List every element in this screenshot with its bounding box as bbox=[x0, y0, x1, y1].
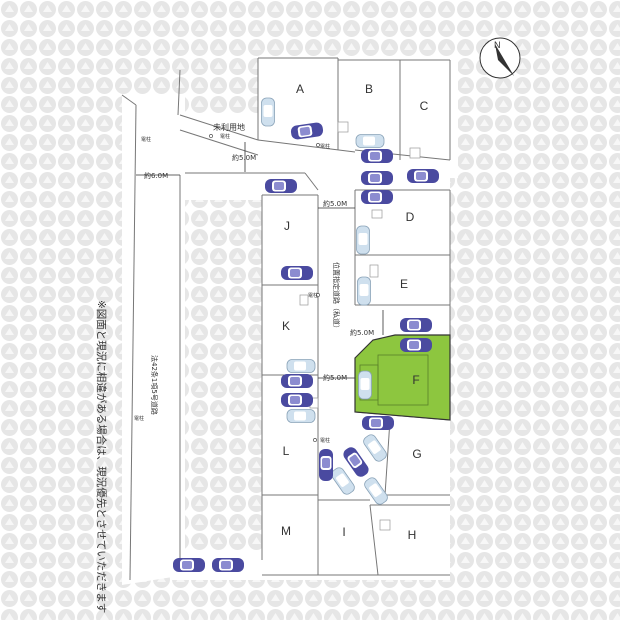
car-icon bbox=[265, 179, 297, 193]
road-labels: 未利用地 約5.0M 約6.0M 約5.0M 約5.0M 約5.0M 位置指定道… bbox=[144, 122, 374, 415]
public-road-label: 法42条1項5号道路 bbox=[150, 355, 159, 415]
car-icon bbox=[286, 409, 316, 423]
car-icon bbox=[400, 318, 432, 332]
car-icon bbox=[400, 338, 432, 352]
road-width-label-2: 約6.0M bbox=[144, 171, 168, 180]
boundary-lines bbox=[121, 57, 451, 581]
pole-label: 電柱 bbox=[308, 292, 318, 299]
car-icon bbox=[261, 97, 275, 127]
lot-j-label[interactable]: J bbox=[284, 219, 290, 233]
lot-b-label[interactable]: B bbox=[365, 82, 373, 96]
lot-labels: A B C D E F G H I J K L M bbox=[281, 82, 429, 542]
lot-i-label[interactable]: I bbox=[342, 525, 345, 539]
car-icon bbox=[319, 449, 333, 481]
lot-c-label[interactable]: C bbox=[420, 99, 429, 113]
unused-land-label: 未利用地 bbox=[213, 122, 245, 132]
lot-f-highlight[interactable] bbox=[354, 334, 451, 421]
road-width-label-4: 約5.0M bbox=[350, 328, 374, 337]
car-icon bbox=[355, 134, 385, 148]
road-width-label-5: 約5.0M bbox=[323, 373, 347, 382]
lot-h-label[interactable]: H bbox=[408, 528, 417, 542]
disclaimer-note: ※図面と現況に相違がある場合は、現況優先とさせていただきます bbox=[95, 300, 108, 613]
lot-l-label[interactable]: L bbox=[283, 444, 290, 458]
road-width-label-3: 約5.0M bbox=[323, 199, 347, 208]
car-icon bbox=[286, 359, 316, 373]
pole-label: 電柱 bbox=[320, 143, 330, 150]
lot-f-label[interactable]: F bbox=[412, 373, 419, 387]
car-icon bbox=[173, 558, 205, 572]
road-width-label-1: 約5.0M bbox=[232, 153, 256, 162]
car-icon bbox=[361, 171, 393, 185]
car-icon bbox=[361, 190, 393, 204]
lot-m-label[interactable]: M bbox=[281, 524, 291, 538]
car-icon bbox=[407, 169, 439, 183]
car-icon bbox=[281, 266, 313, 280]
private-road-label: 位置指定道路（私道） bbox=[332, 262, 341, 332]
compass-icon: N bbox=[479, 37, 521, 79]
disclaimer-text: ※図面と現況に相違がある場合は、現況優先とさせていただきます bbox=[95, 300, 108, 613]
lot-k-label[interactable]: K bbox=[282, 319, 290, 333]
car-icon bbox=[212, 558, 244, 572]
utility-poles: 電柱 電柱 電柱 電柱 電柱 電柱 bbox=[134, 133, 330, 444]
lot-e-label[interactable]: E bbox=[400, 277, 408, 291]
pole-label: 電柱 bbox=[141, 136, 151, 143]
pole-label: 電柱 bbox=[220, 133, 230, 140]
compass-north-label: N bbox=[494, 40, 501, 50]
car-icon bbox=[358, 370, 372, 400]
car-icon bbox=[356, 225, 370, 255]
car-icon bbox=[281, 374, 313, 388]
car-icon bbox=[281, 393, 313, 407]
pole-label: 電柱 bbox=[134, 415, 144, 422]
lot-d-label[interactable]: D bbox=[406, 210, 415, 224]
pole-label: 電柱 bbox=[320, 437, 330, 444]
lot-g-label[interactable]: G bbox=[412, 447, 421, 461]
lot-a-label[interactable]: A bbox=[296, 82, 304, 96]
dimension-lines bbox=[136, 142, 384, 379]
car-icon bbox=[361, 149, 393, 163]
car-icon bbox=[362, 416, 394, 430]
car-icon bbox=[357, 276, 371, 306]
